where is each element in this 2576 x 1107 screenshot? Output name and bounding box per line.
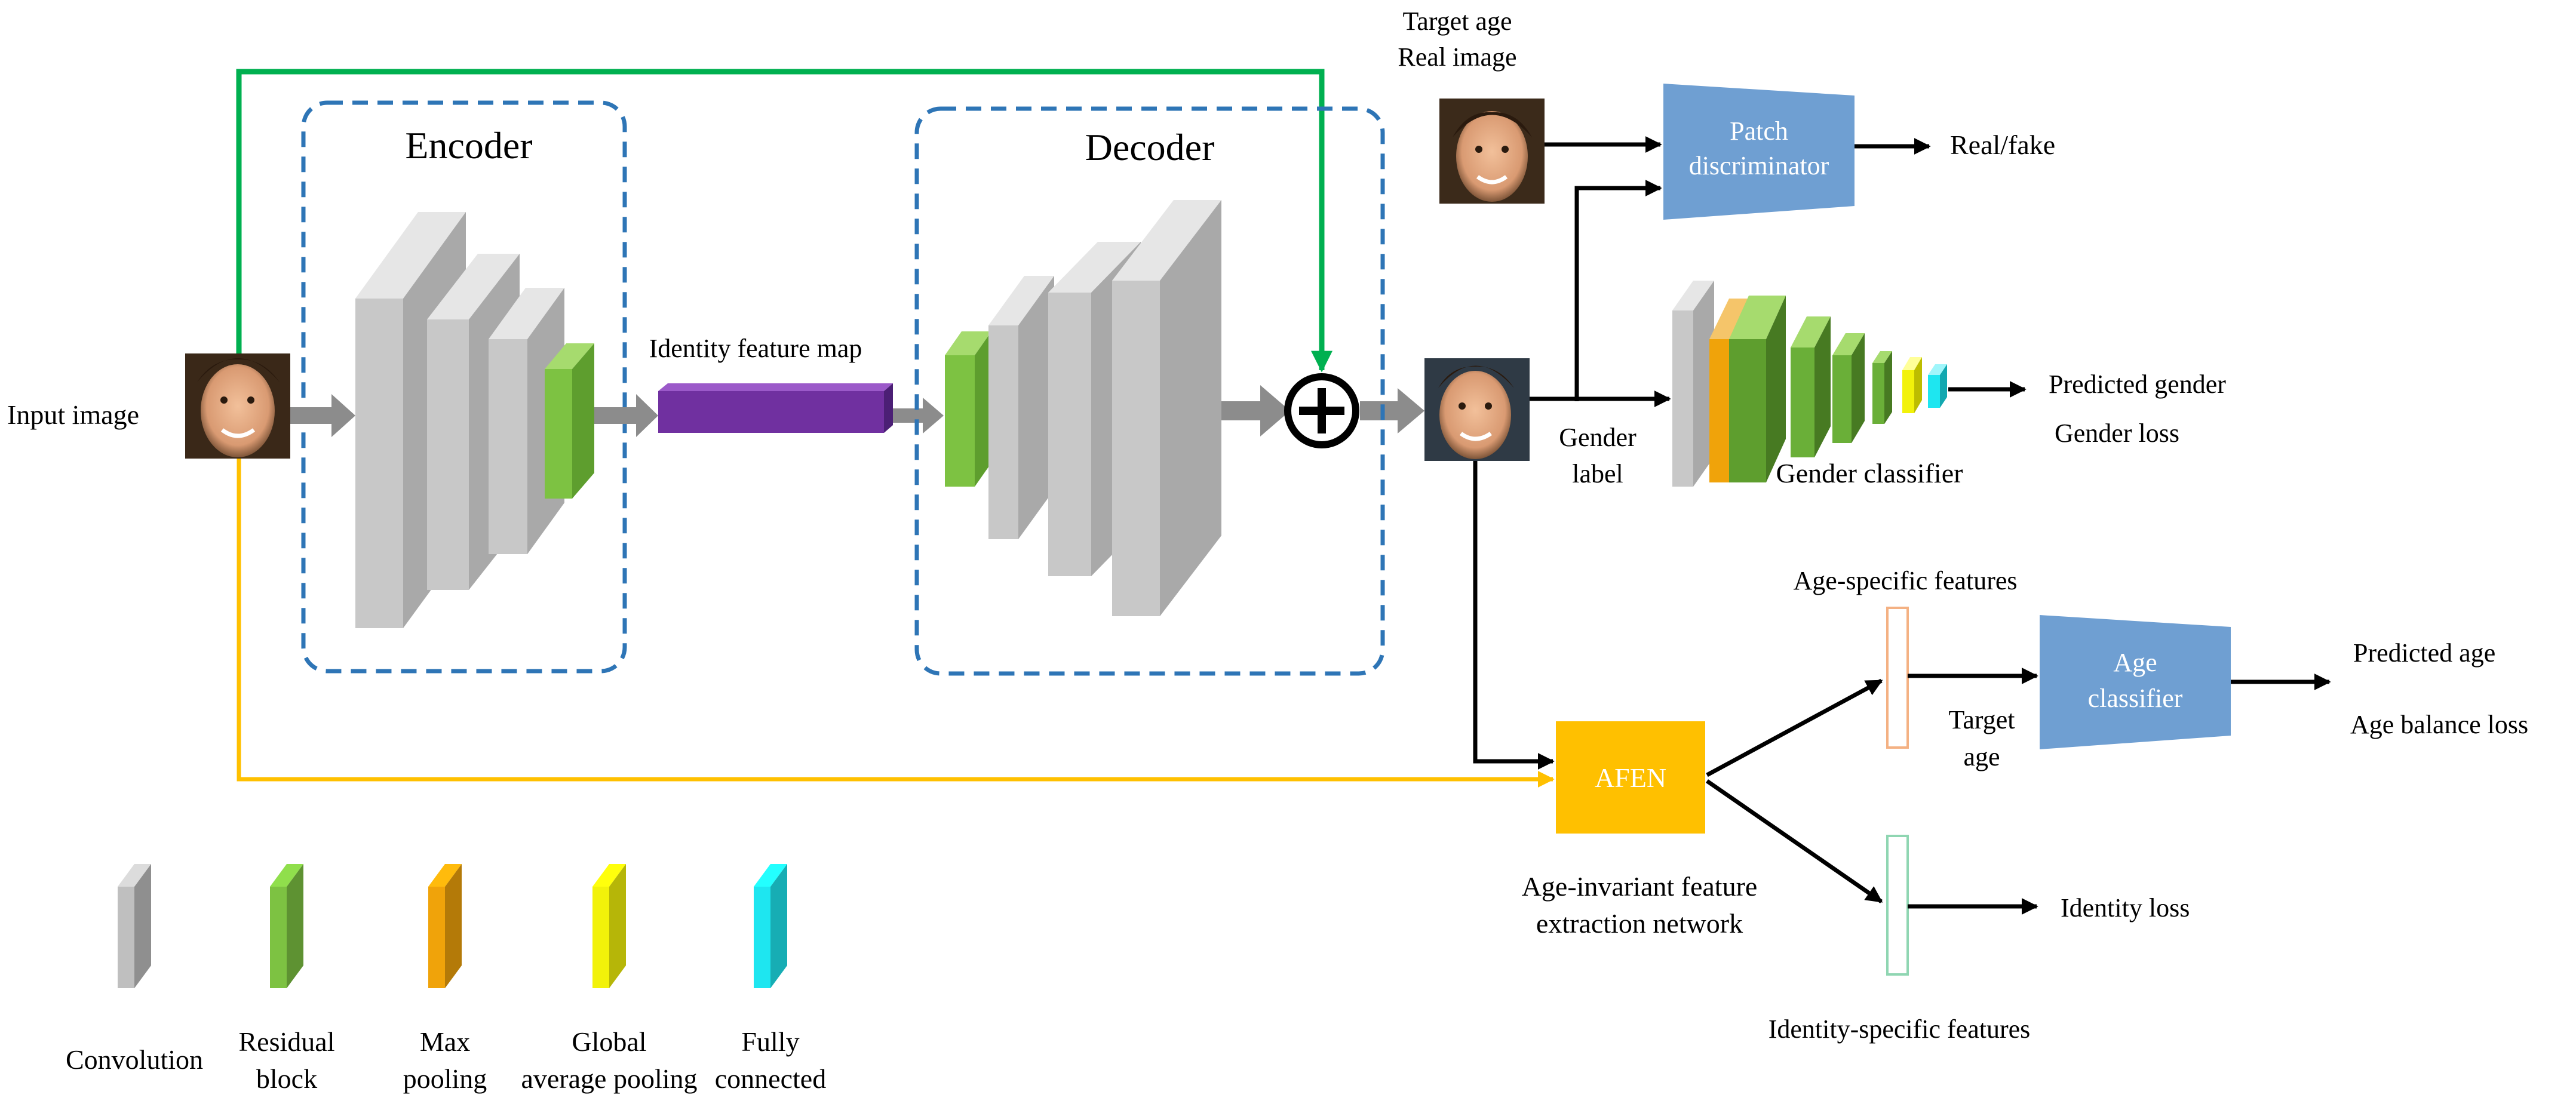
legend-swatch-top xyxy=(592,864,626,887)
age-specific-features-label: Age-specific features xyxy=(1793,566,2017,595)
legend-swatch-front xyxy=(118,887,134,988)
legend-label-line2: average pooling xyxy=(521,1063,697,1094)
age-classifier-line1: Age xyxy=(2113,648,2157,677)
age-classifier-line2: classifier xyxy=(2088,684,2183,713)
decoder-title: Decoder xyxy=(1085,126,1215,168)
real-face-image xyxy=(1439,99,1545,204)
legend-swatch-front xyxy=(428,887,445,988)
addition-node xyxy=(1284,373,1359,448)
legend-swatch-front xyxy=(270,887,287,988)
legend-swatch-side xyxy=(770,864,787,988)
legend-swatch-front xyxy=(592,887,609,988)
legend-item-convolution: Convolution xyxy=(66,864,203,1075)
legend-swatch-side xyxy=(134,864,151,988)
legend-label-line1: Global xyxy=(572,1026,646,1057)
legend-item-residual-block: Residual block xyxy=(239,864,335,1094)
skip-connection-yellow xyxy=(237,459,1555,788)
gender-loss-label: Gender loss xyxy=(2055,419,2179,448)
predicted-gender-label: Predicted gender xyxy=(2049,370,2226,399)
gender-label-line2: label xyxy=(1572,459,1623,488)
gender-label-line1: Gender xyxy=(1559,423,1637,452)
afen-description-line2: extraction network xyxy=(1536,908,1743,939)
legend-swatch-top xyxy=(270,864,303,887)
afen-description-line1: Age-invariant feature xyxy=(1522,871,1758,902)
legend-swatch-side xyxy=(445,864,462,988)
input-image-label: Input image xyxy=(7,399,139,430)
real-fake-label: Real/fake xyxy=(1950,130,2055,160)
gray-flow-arrows xyxy=(290,385,1424,437)
afen-split-arrows xyxy=(1706,678,1883,903)
legend-swatch-top xyxy=(428,864,462,887)
patch-discriminator-line2: discriminator xyxy=(1689,151,1829,180)
real-image-label: Real image xyxy=(1398,42,1516,72)
decoder-residual-block xyxy=(945,331,991,487)
target-age-small-line1: Target xyxy=(1949,705,2015,734)
age-specific-feature-vector xyxy=(1886,607,1909,749)
age-balance-loss-label: Age balance loss xyxy=(2350,710,2528,739)
legend-label-line2: connected xyxy=(715,1063,826,1094)
target-age-label: Target age xyxy=(1402,7,1512,36)
age-classifier-box xyxy=(2040,615,2231,749)
legend-item-fully-connected: Fully connected xyxy=(715,864,826,1094)
identity-feature-map-label: Identity feature map xyxy=(649,334,862,363)
encoder-conv-layers xyxy=(355,212,564,628)
skip-connection-green xyxy=(236,69,1332,373)
legend-label-line1: Max xyxy=(420,1026,470,1057)
legend: Convolution Residual block Max pooling Global… xyxy=(66,864,826,1094)
target-age-small-line2: age xyxy=(1963,742,2000,771)
legend-label-line1: Fully xyxy=(741,1026,799,1057)
discriminator-arrows xyxy=(1545,136,1931,401)
legend-swatch-front xyxy=(754,887,770,988)
encoder-title: Encoder xyxy=(405,124,532,167)
legend-label-line2: pooling xyxy=(403,1063,487,1094)
gender-classifier-layers xyxy=(1672,281,1947,487)
afen-label: AFEN xyxy=(1595,762,1666,793)
afen-box xyxy=(1556,721,1705,834)
patch-discriminator-line1: Patch xyxy=(1730,116,1788,146)
input-face-image xyxy=(185,353,290,459)
legend-label-line1: Convolution xyxy=(66,1044,203,1075)
legend-swatch-side xyxy=(287,864,303,988)
generated-face-image xyxy=(1424,358,1530,461)
afen-input-arrow xyxy=(1473,461,1555,770)
identity-specific-feature-vector xyxy=(1886,835,1909,976)
legend-swatch-side xyxy=(609,864,626,988)
legend-swatch-top xyxy=(118,864,151,887)
legend-label-line2: block xyxy=(256,1063,317,1094)
legend-label-line1: Residual xyxy=(239,1026,335,1057)
identity-loss-label: Identity loss xyxy=(2061,893,2190,922)
identity-feature-map xyxy=(658,383,893,433)
legend-swatch-top xyxy=(754,864,787,887)
encoder-residual-block xyxy=(545,343,594,499)
gender-classifier-label: Gender classifier xyxy=(1776,458,1963,488)
encoder-box xyxy=(301,100,627,674)
identity-specific-features-label: Identity-specific features xyxy=(1768,1014,2031,1044)
decoder-conv-layers xyxy=(988,200,1221,616)
decoder-box xyxy=(914,106,1385,676)
legend-item-global-average-pooling: Global average pooling xyxy=(521,864,698,1094)
patch-discriminator-box xyxy=(1663,84,1855,220)
legend-item-max-pooling: Max pooling xyxy=(403,864,487,1094)
predicted-age-label: Predicted age xyxy=(2353,638,2495,668)
